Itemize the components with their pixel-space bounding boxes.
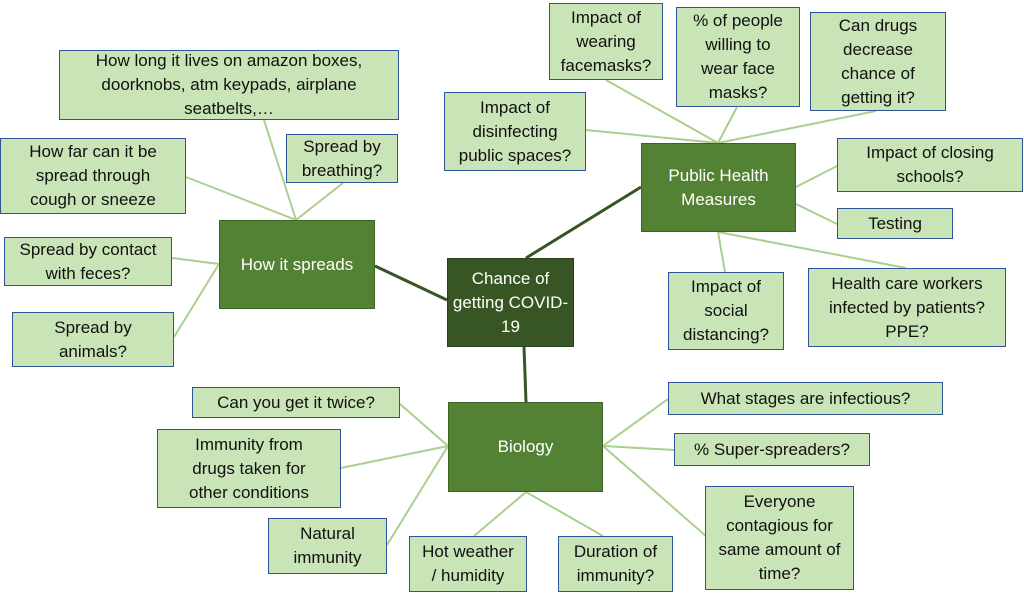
connector-spread-cough: [185, 176, 297, 221]
connector-bio-natural: [386, 445, 449, 546]
connector-bio-superspreaders: [602, 445, 675, 451]
leaf-bio-duration-immunity: Duration of immunity?: [558, 536, 673, 592]
connector-bio-contagious: [602, 445, 708, 538]
hub-public-health-measures: Public Health Measures: [641, 143, 796, 232]
leaf-spread-animals: Spread by animals?: [12, 312, 174, 367]
leaf-bio-super-spreaders: % Super-spreaders?: [674, 433, 870, 466]
connector-bio-weather: [473, 491, 527, 537]
connector-bio-twice: [399, 403, 449, 447]
connector-bio-duration: [525, 491, 604, 537]
connector-ph-schools: [795, 165, 838, 188]
leaf-spread-breathing: Spread by breathing?: [286, 134, 398, 183]
connector-spread-feces: [171, 257, 220, 265]
connector-center-spread: [374, 264, 448, 302]
center-node: Chance of getting COVID-19: [447, 258, 574, 347]
connector-ph-hcw: [717, 231, 907, 269]
leaf-ph-facemasks: Impact of wearing facemasks?: [549, 3, 663, 80]
leaf-bio-hot-weather: Hot weather / humidity: [409, 536, 527, 592]
leaf-spread-feces: Spread by contact with feces?: [4, 237, 172, 286]
leaf-spread-cough: How far can it be spread through cough o…: [0, 138, 186, 214]
leaf-ph-testing: Testing: [837, 208, 953, 239]
connector-spread-animals: [173, 263, 220, 338]
connector-spread-breathing: [295, 182, 344, 221]
leaf-bio-natural-immunity: Natural immunity: [268, 518, 387, 574]
connector-bio-drugs: [340, 445, 449, 469]
connector-ph-disinfecting: [585, 129, 719, 144]
connector-ph-testing: [795, 203, 838, 225]
connector-center-biology: [522, 346, 528, 403]
leaf-ph-willing-facemasks: % of people willing to wear face masks?: [676, 7, 800, 107]
connector-ph-distancing: [717, 231, 726, 273]
connector-spread-surfaces: [263, 119, 297, 221]
connector-ph-facemasks: [605, 79, 719, 144]
hub-how-it-spreads: How it spreads: [219, 220, 375, 309]
leaf-bio-contagious-duration: Everyone contagious for same amount of t…: [705, 486, 854, 590]
leaf-bio-immunity-drugs: Immunity from drugs taken for other cond…: [157, 429, 341, 508]
leaf-ph-health-care-workers: Health care workers infected by patients…: [808, 268, 1006, 347]
connector-center-public-health: [525, 185, 642, 260]
leaf-ph-disinfecting: Impact of disinfecting public spaces?: [444, 92, 586, 171]
hub-biology: Biology: [448, 402, 603, 492]
leaf-spread-surfaces: How long it lives on amazon boxes, doork…: [59, 50, 399, 120]
leaf-ph-closing-schools: Impact of closing schools?: [837, 138, 1023, 192]
leaf-bio-get-it-twice: Can you get it twice?: [192, 387, 400, 418]
leaf-bio-infectious-stages: What stages are infectious?: [668, 382, 943, 415]
connector-ph-drugs: [717, 110, 877, 144]
leaf-ph-drugs: Can drugs decrease chance of getting it?: [810, 12, 946, 111]
leaf-ph-social-distancing: Impact of social distancing?: [668, 272, 784, 350]
connector-bio-stages: [602, 398, 669, 447]
connector-ph-willing: [717, 106, 738, 144]
